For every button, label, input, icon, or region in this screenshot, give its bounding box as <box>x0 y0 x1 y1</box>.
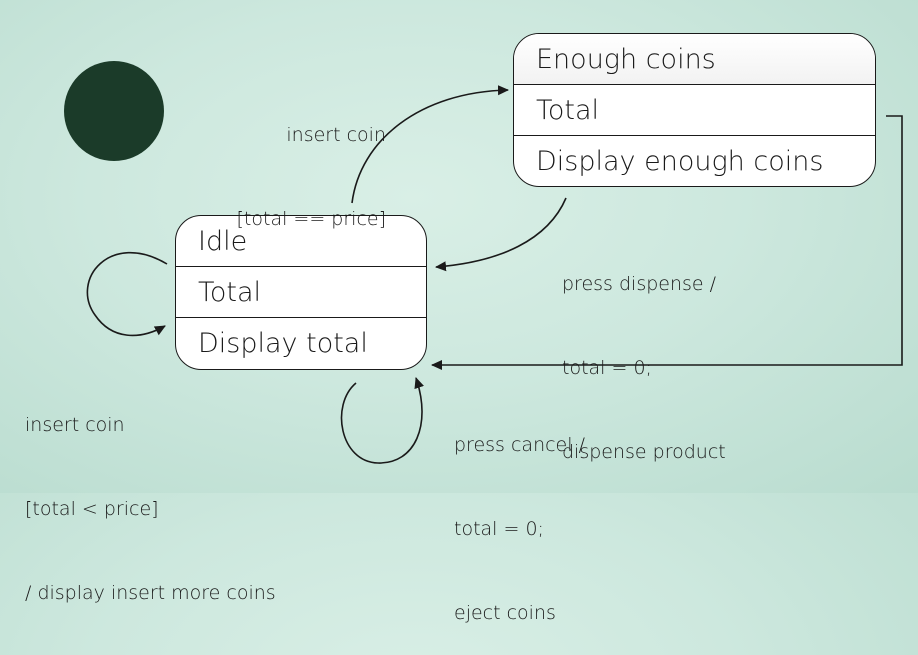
arrow-self-loop-left <box>86 251 168 337</box>
initial-state-node <box>64 61 164 161</box>
state-enough-action: Display enough coins <box>536 146 824 177</box>
state-idle-variable: Total <box>176 267 426 318</box>
label-press-cancel-line1: press cancel / <box>454 434 585 456</box>
state-enough-name: Enough coins <box>514 34 875 85</box>
arrow-dispense-to-idle <box>435 197 567 272</box>
state-idle: Idle Total Display total <box>175 215 427 370</box>
label-press-dispense: press dispense / total = 0; dispense pro… <box>562 214 726 494</box>
arrow-cancel-to-idle <box>431 115 903 370</box>
label-insert-coin-equal-line1: insert coin <box>286 124 386 146</box>
label-press-cancel: press cancel / total = 0; eject coins <box>454 375 585 655</box>
arrow-self-loop-bottom <box>340 377 424 464</box>
label-insert-coin-less-line3: / display insert more coins <box>25 582 276 604</box>
label-press-cancel-line2: total = 0; <box>454 518 544 540</box>
state-enough-variable: Total <box>514 85 875 136</box>
label-press-dispense-line3: dispense product <box>562 441 726 463</box>
state-enough-coins: Enough coins Total Display enough coins <box>513 33 876 187</box>
state-idle-action: Display total <box>198 328 368 359</box>
label-press-dispense-line1: press dispense / <box>562 273 717 295</box>
label-press-dispense-line2: total = 0; <box>562 357 652 379</box>
label-insert-coin-less-line1: insert coin <box>25 414 125 436</box>
label-insert-coin-less-line2: [total < price] <box>25 498 159 520</box>
label-insert-coin-equal-line2: [total == price] <box>236 208 386 230</box>
label-insert-coin-equal: insert coin [total == price] <box>210 65 386 261</box>
label-press-cancel-line3: eject coins <box>454 602 556 624</box>
label-insert-coin-less: insert coin [total < price] / display in… <box>25 355 276 635</box>
state-idle-name: Idle <box>176 216 426 267</box>
arrow-idle-to-enough <box>351 85 509 204</box>
transition-arrows <box>86 85 903 464</box>
